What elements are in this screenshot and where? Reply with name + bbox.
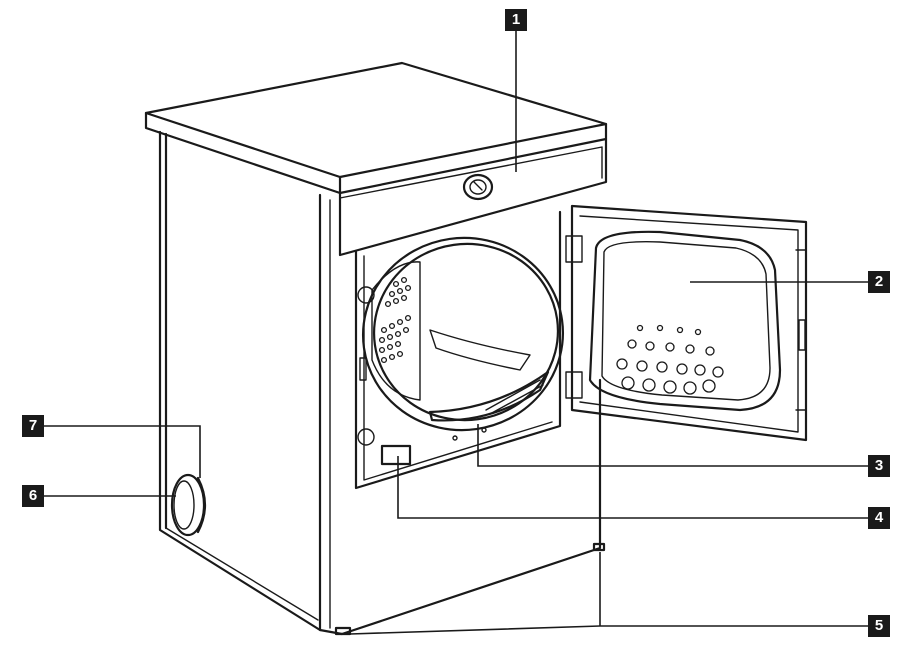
dryer-top-edge <box>144 111 608 195</box>
program-knob <box>462 173 494 201</box>
dryer-side-panel <box>158 130 322 632</box>
callout-5-adjustable-feet: 5 <box>868 615 890 637</box>
callout-6-rear-outlet: 6 <box>22 485 44 507</box>
drum <box>361 236 565 432</box>
dryer-front-panel <box>318 193 602 636</box>
callout-1-control-panel: 1 <box>505 9 527 31</box>
callout-3-filter: 3 <box>868 455 890 477</box>
adjustable-feet <box>334 542 606 636</box>
drum-perforations <box>378 276 412 364</box>
callout-4-rating-plate: 4 <box>868 507 890 529</box>
leader-lines <box>44 31 868 635</box>
door-perforations <box>616 324 724 395</box>
callout-7-rear-outlet-flap: 7 <box>22 415 44 437</box>
rear-outlet <box>170 473 207 537</box>
door-recess <box>354 210 562 490</box>
control-panel <box>338 137 608 257</box>
door <box>565 204 808 442</box>
filter <box>428 370 550 441</box>
callout-2-door: 2 <box>868 271 890 293</box>
rating-plate <box>380 444 412 466</box>
